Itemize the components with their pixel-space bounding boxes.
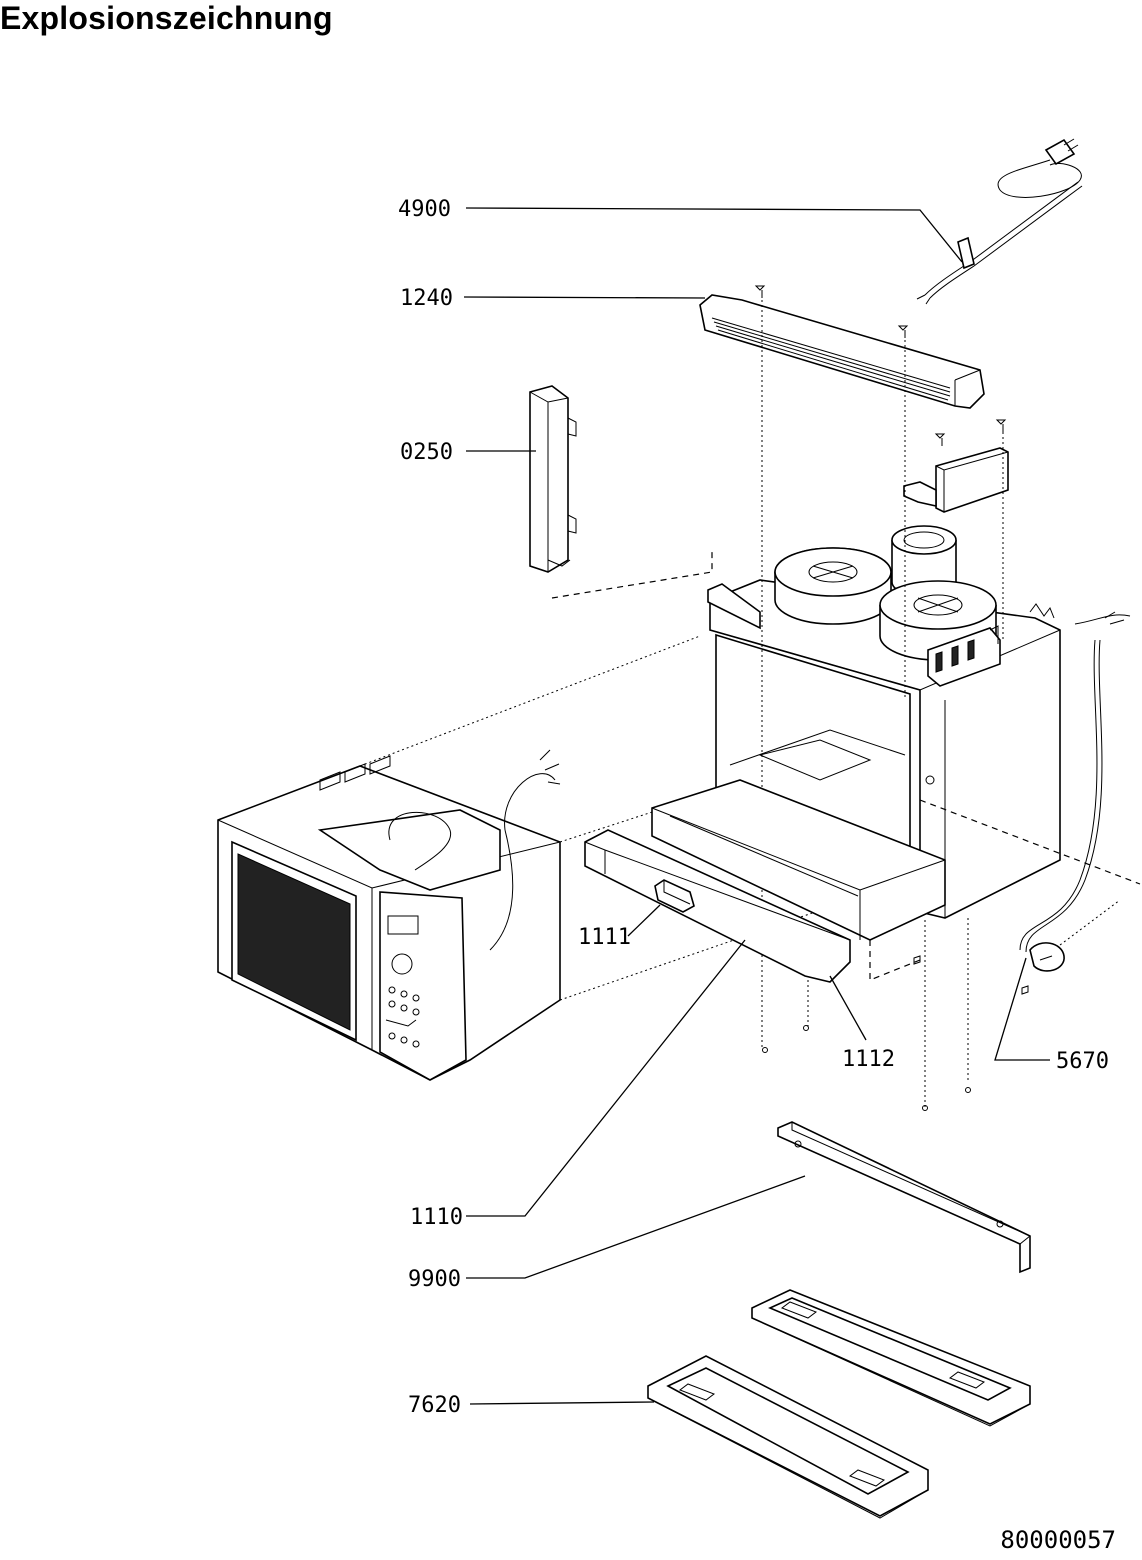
vent-grille-part [699,285,985,409]
label-9900: 9900 [408,1267,461,1292]
grease-filter-part [774,547,892,625]
screws-part [934,419,1007,446]
label-1111: 1111 [578,925,631,950]
label-4900: 4900 [398,197,451,222]
screws-lower-part [762,955,1029,1111]
mounting-rail-part [777,1121,1031,1274]
bracket-part [903,447,1009,513]
page-title: Explosionszeichnung [0,0,333,36]
filter-frame-part [751,1289,1031,1427]
label-1240: 1240 [400,286,453,311]
label-0250: 0250 [400,440,453,465]
label-5670: 5670 [1056,1049,1109,1074]
drawing-number: 80000057 [1000,1526,1116,1554]
label-1110: 1110 [410,1205,463,1230]
switch-block-part [927,625,1001,687]
filter-frame-part-2 [647,1355,929,1519]
microwave-oven-part [217,749,561,1081]
side-rail-part [529,385,577,573]
leader-lines [463,207,1050,1405]
label-7620: 7620 [408,1393,461,1418]
front-panel-part [584,829,851,983]
connection-cable-part [1019,639,1103,972]
power-cord-part [916,138,1083,305]
front-frame-part [651,779,946,941]
label-1112: 1112 [842,1047,895,1072]
